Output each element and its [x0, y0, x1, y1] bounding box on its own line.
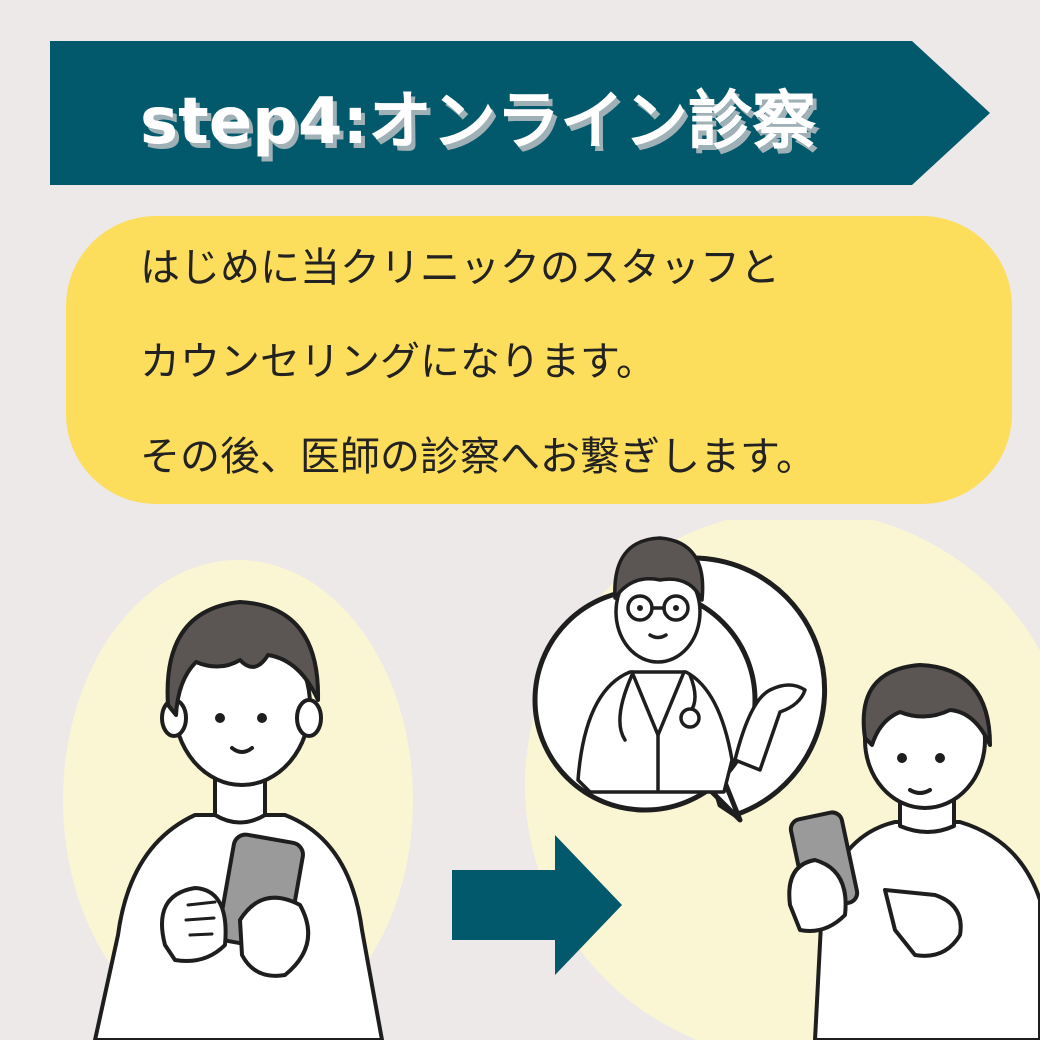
right-person — [787, 663, 1040, 1040]
illustration — [63, 520, 1040, 1040]
page-title: step4:オンライン診察 — [140, 85, 817, 159]
title-banner — [50, 41, 990, 185]
arrow-right-icon — [452, 835, 622, 975]
info-line-2: カウンセリングになります。 — [140, 339, 656, 385]
banner-arrow-shape — [50, 41, 990, 185]
doctor — [576, 536, 807, 794]
info-line-1: はじめに当クリニックのスタッフと — [140, 245, 780, 291]
info-box — [66, 216, 1012, 504]
left-person — [93, 600, 384, 1040]
info-line-3: その後、医師の診察へお繋ぎします。 — [140, 434, 816, 480]
